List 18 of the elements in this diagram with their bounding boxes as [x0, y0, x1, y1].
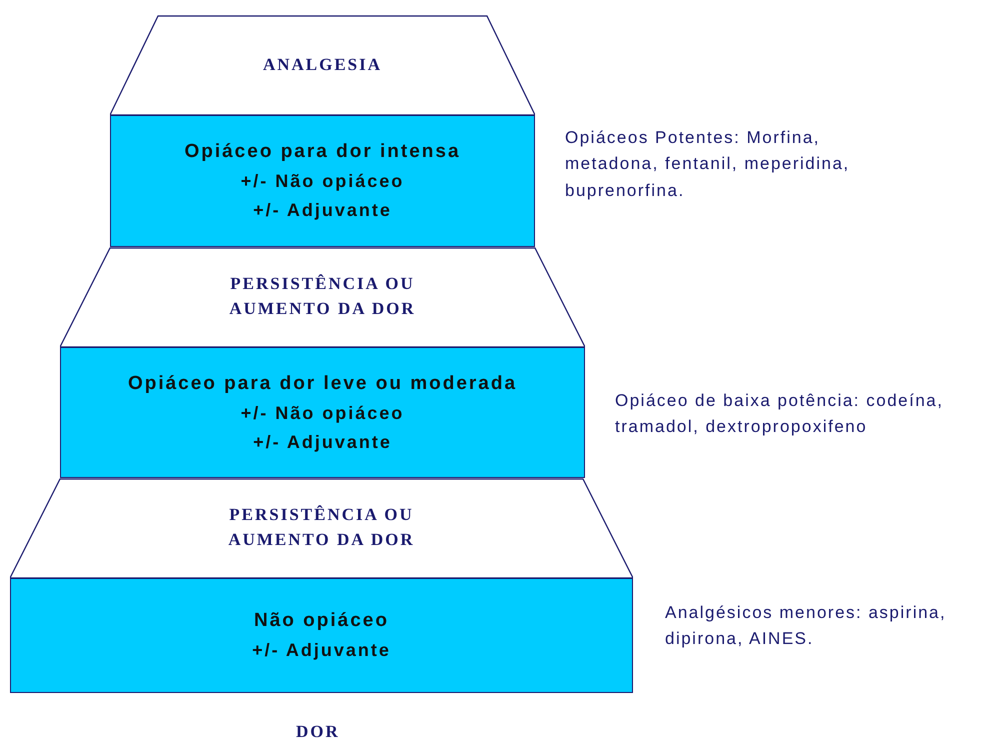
treatment-heading: Opiáceo para dor intensa — [184, 140, 461, 164]
drug-examples-note: Opiáceos Potentes: Morfina, metadona, fentanil, meperidina, buprenorfina. — [565, 127, 851, 202]
treatment-step-box — [60, 347, 585, 478]
treatment-step-box — [10, 578, 633, 693]
treatment-option: +/- Não opiáceo — [240, 398, 404, 428]
drug-examples-note: Analgésicos menores: aspirina, dipirona, AINES. — [665, 602, 948, 650]
treatment-heading: Opiáceo para dor leve ou moderada — [128, 372, 518, 396]
step-heading: PERSISTÊNCIA OU AUMENTO DA DOR — [227, 504, 416, 551]
treatment-option: +/- Não opiáceo — [240, 167, 404, 196]
step-heading: ANALGESIA — [262, 54, 382, 76]
treatment-step-box — [110, 115, 535, 247]
treatment-option: +/- Adjuvante — [252, 636, 391, 666]
base-label: DOR — [296, 722, 340, 742]
drug-examples-note: Opiáceo de baixa potência: codeína, tramadol, dextropropoxifeno — [615, 390, 944, 438]
treatment-option: +/- Adjuvante — [253, 428, 392, 456]
treatment-option: +/- Adjuvante — [253, 196, 392, 225]
treatment-heading: Não opiáceo — [254, 608, 389, 633]
step-heading: PERSISTÊNCIA OU AUMENTO DA DOR — [228, 273, 417, 320]
